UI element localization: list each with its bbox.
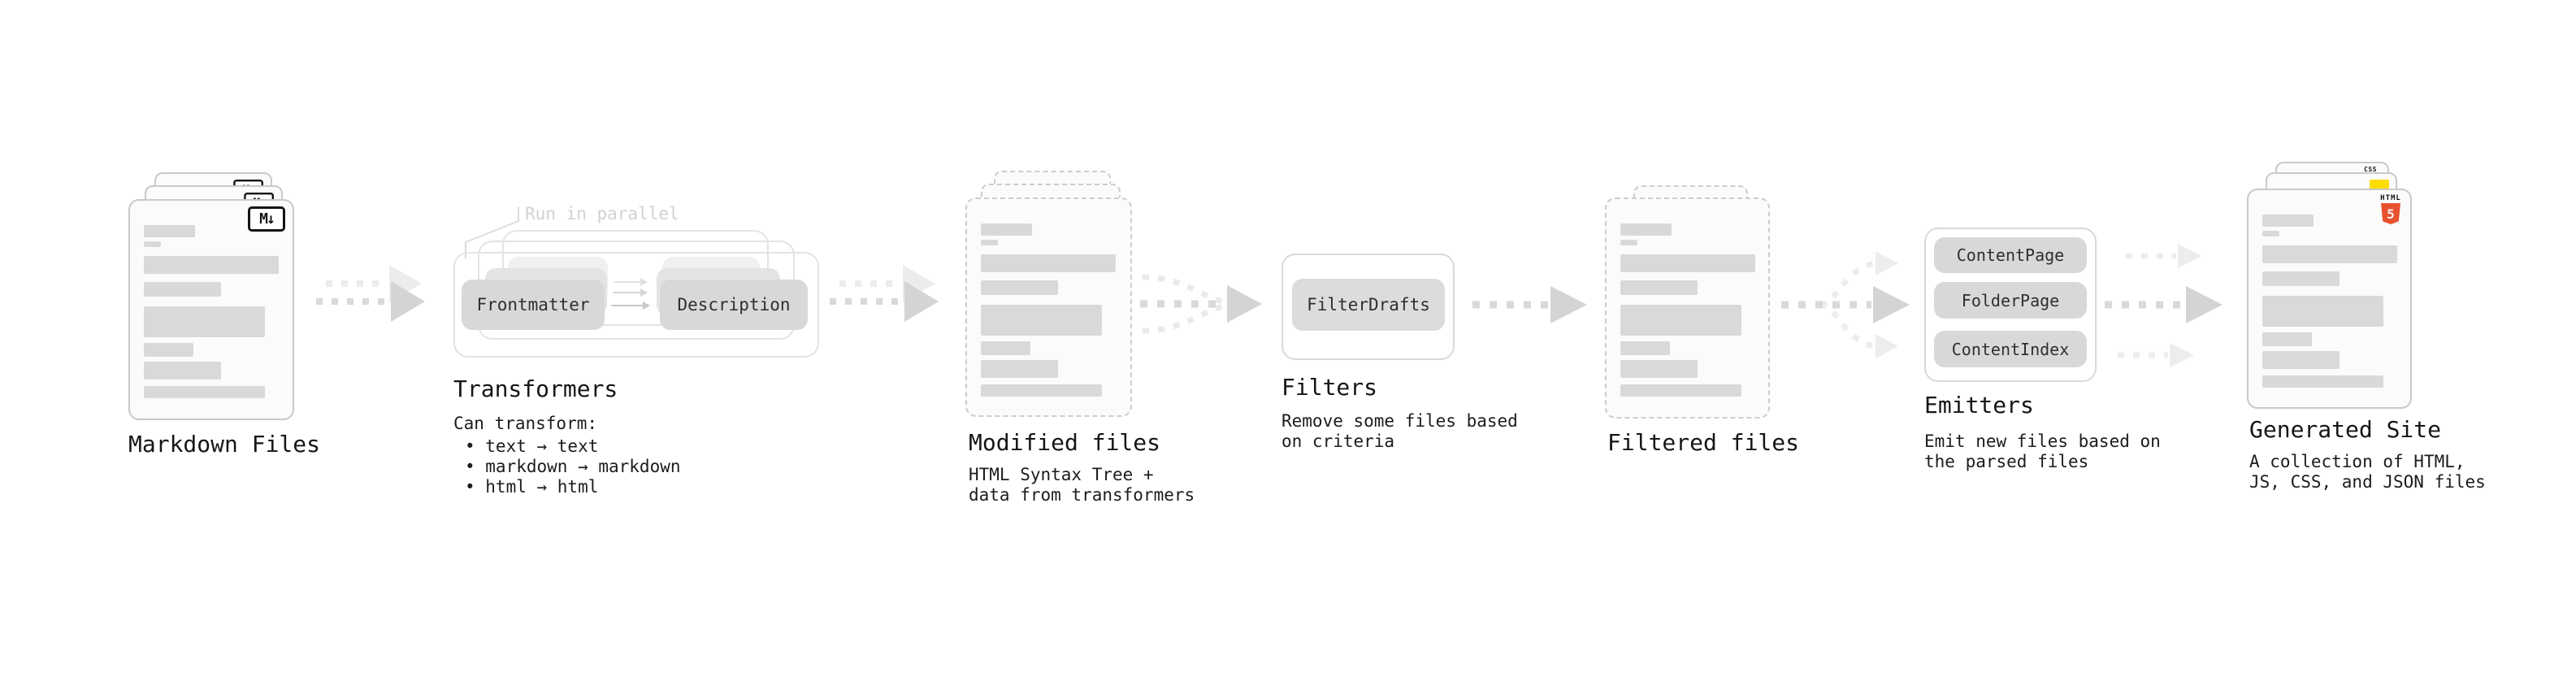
frontmatter-pill: Frontmatter [462,280,605,330]
arrow-transformers-to-modified [830,265,939,322]
desc-line: Remove some files based [1281,411,1518,431]
desc-line: A collection of HTML, [2249,452,2465,471]
generated-site-label: Generated Site [2249,416,2442,443]
desc-line: on criteria [1281,432,1395,451]
generated-site-desc: A collection of HTML, JS, CSS, and JSON … [2249,452,2486,492]
document-placeholder-lines [1607,199,1768,417]
modified-files-label: Modified files [969,429,1161,456]
arrow-markdown-to-transformers [316,265,425,322]
markdown-icon: M↓ [248,206,285,232]
arrow-emitter-middle [2105,286,2223,323]
filters-desc: Remove some files based on criteria [1281,411,1518,452]
arrow-filters-to-filtered [1472,286,1587,323]
arrow-fanout-to-emitters [1781,251,1910,358]
contentindex-pill: ContentIndex [1934,331,2087,367]
transformer-container-front [453,252,819,358]
emitters-desc: Emit new files based on the parsed files [1924,432,2161,472]
modified-file-card-front [965,197,1132,417]
document-placeholder-lines [130,201,293,419]
transformers-desc-title: Can transform: [453,414,598,433]
transformers-bullet-list: • text → text • markdown → markdown • ht… [465,436,681,497]
generated-file-card-front: HTML 5 [2247,189,2412,409]
note-leader-line [465,206,519,258]
bullet-item: • text → text [465,436,599,456]
js-icon [2370,180,2389,191]
filtered-files-label: Filtered files [1607,429,1800,456]
filters-label: Filters [1281,374,1378,401]
markdown-files-label: Markdown Files [128,431,321,458]
desc-line: Emit new files based on [1924,432,2161,451]
contentpage-pill: ContentPage [1934,237,2087,273]
html5-icon-text: HTML [2380,194,2401,202]
document-placeholder-lines [2249,190,2410,407]
bullet-item: • markdown → markdown [465,457,681,476]
markdown-file-card-front: M↓ [128,199,294,420]
description-pill: Description [660,280,808,330]
desc-line: JS, CSS, and JSON files [2249,472,2486,492]
desc-line: the parsed files [1924,452,2089,471]
filterdrafts-pill: FilterDrafts [1292,279,1445,331]
css-icon-text: CSS [2364,166,2377,173]
filtered-file-card-front [1605,197,1770,419]
desc-line: HTML Syntax Tree + [969,465,1154,484]
emitters-label: Emitters [1924,392,2034,419]
desc-line: data from transformers [969,485,1195,505]
bullet-item: • html → html [465,477,599,497]
html5-icon-shield: 5 [2381,203,2400,224]
html5-icon: HTML 5 [2379,194,2403,224]
modified-files-desc: HTML Syntax Tree + data from transformer… [969,465,1195,505]
document-placeholder-lines [967,199,1130,415]
arrow-emitter-top [2126,244,2202,268]
arrow-emitter-bottom [2118,343,2194,367]
run-in-parallel-note: Run in parallel [525,204,679,223]
arrow-merge-to-filters [1140,274,1262,334]
transform-step-arrows [611,278,650,310]
transformers-label: Transformers [453,375,618,402]
folderpage-pill: FolderPage [1934,282,2087,319]
